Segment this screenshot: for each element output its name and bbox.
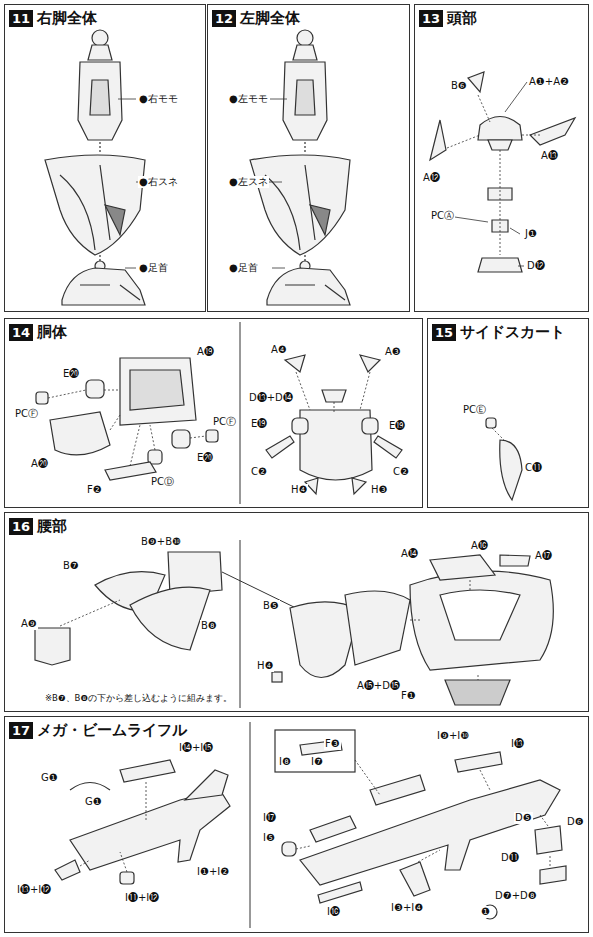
- part-label: B❼: [62, 560, 80, 572]
- step-panel: 11右脚全体: [4, 4, 206, 312]
- part-label: F❷: [86, 484, 103, 496]
- part-label: E⓳: [388, 420, 406, 432]
- part-label: ❶: [480, 906, 491, 918]
- part-label: F❶: [400, 690, 417, 702]
- part-label: C❷: [392, 466, 410, 478]
- part-label: A❹: [270, 344, 288, 356]
- part-label: D⓬: [526, 260, 546, 272]
- part-label: D⓭+D⓮: [248, 392, 294, 404]
- part-label: A⓭: [540, 150, 559, 162]
- part-label: I❸+I❹: [390, 902, 424, 914]
- part-label: PCⒹ: [150, 476, 175, 488]
- step-title: メガ・ビームライフル: [37, 721, 187, 740]
- part-label: G❶: [40, 772, 59, 784]
- part-label: G❶: [84, 796, 103, 808]
- part-label: H❹: [256, 660, 274, 672]
- part-label: I❽: [278, 756, 292, 768]
- part-label: PCⒻ: [212, 416, 237, 428]
- step-title: 左脚全体: [240, 9, 300, 28]
- part-label: ※B❼、B❽の下から差し込むように組みます。: [44, 692, 233, 704]
- part-label: PCⒻ: [14, 408, 39, 420]
- step-heading: 15サイドスカート: [432, 323, 588, 342]
- step-number: 17: [9, 722, 33, 739]
- part-label: ●右スネ: [138, 176, 179, 188]
- part-label: A⓱: [534, 550, 553, 562]
- part-label: A❶+A❷: [528, 76, 570, 88]
- step-title: 右脚全体: [37, 9, 97, 28]
- step-number: 16: [9, 518, 33, 535]
- part-label: I❼: [310, 756, 324, 768]
- part-label: A❾: [20, 618, 38, 630]
- part-label: I⓫+I⓬: [124, 892, 160, 904]
- part-label: I⓮+I⓯: [178, 742, 214, 754]
- part-label: C❷: [250, 466, 268, 478]
- step-number: 15: [432, 324, 456, 341]
- part-label: B❺: [262, 600, 280, 612]
- part-label: I⓭+I⓬: [16, 884, 52, 896]
- part-label: A⓳: [196, 346, 215, 358]
- step-number: 12: [212, 10, 236, 27]
- part-label: C⓫: [524, 462, 543, 474]
- part-label: ●左スネ: [228, 176, 269, 188]
- part-label: A⓯+D⓯: [356, 680, 401, 692]
- step-heading: 17メガ・ビームライフル: [9, 721, 588, 740]
- part-label: H❸: [370, 484, 388, 496]
- part-label: H❹: [290, 484, 308, 496]
- step-panel: 15サイドスカート: [427, 318, 589, 508]
- part-label: F❸: [324, 738, 341, 750]
- part-label: ●足首: [228, 262, 259, 274]
- part-label: D❺: [514, 812, 533, 824]
- part-label: D❻: [566, 816, 585, 828]
- step-panel: 16腰部: [4, 512, 589, 712]
- step-heading: 13頭部: [419, 9, 588, 28]
- step-number: 11: [9, 10, 33, 27]
- part-label: E⓴: [196, 452, 214, 464]
- step-title: サイドスカート: [460, 323, 565, 342]
- step-number: 14: [9, 324, 33, 341]
- part-label: I⓱: [262, 812, 277, 824]
- part-label: B❻: [450, 80, 468, 92]
- part-label: I⓰: [326, 906, 341, 918]
- part-label: I❾+I❿: [436, 730, 470, 742]
- step-heading: 16腰部: [9, 517, 588, 536]
- part-label: ●足首: [138, 262, 169, 274]
- part-label: A⓬: [422, 172, 441, 184]
- part-label: PCⒺ: [462, 404, 487, 416]
- part-label: A❸: [384, 346, 402, 358]
- part-label: ●左モモ: [228, 93, 269, 105]
- step-title: 頭部: [447, 9, 477, 28]
- step-heading: 11右脚全体: [9, 9, 205, 28]
- step-title: 腰部: [37, 517, 67, 536]
- part-label: E⓳: [250, 418, 268, 430]
- part-label: J❶: [524, 228, 538, 240]
- part-label: I❺: [262, 832, 276, 844]
- part-label: A⓰: [470, 540, 489, 552]
- part-label: D⓫: [500, 852, 520, 864]
- part-label: I❶+I❷: [196, 866, 230, 878]
- part-label: A⓮: [400, 548, 419, 560]
- step-panel: 13頭部: [414, 4, 589, 312]
- part-label: A⓴: [30, 458, 49, 470]
- step-title: 胴体: [37, 323, 67, 342]
- part-label: I⓭: [510, 738, 525, 750]
- part-label: E⓴: [62, 368, 80, 380]
- part-label: ●右モモ: [138, 93, 179, 105]
- part-label: B❾+B❿: [140, 536, 182, 548]
- part-label: PCⒶ: [430, 210, 455, 222]
- step-heading: 12左脚全体: [212, 9, 409, 28]
- step-heading: 14胴体: [9, 323, 422, 342]
- part-label: D❼+D❽: [494, 890, 538, 902]
- part-label: B❽: [200, 620, 218, 632]
- step-number: 13: [419, 10, 443, 27]
